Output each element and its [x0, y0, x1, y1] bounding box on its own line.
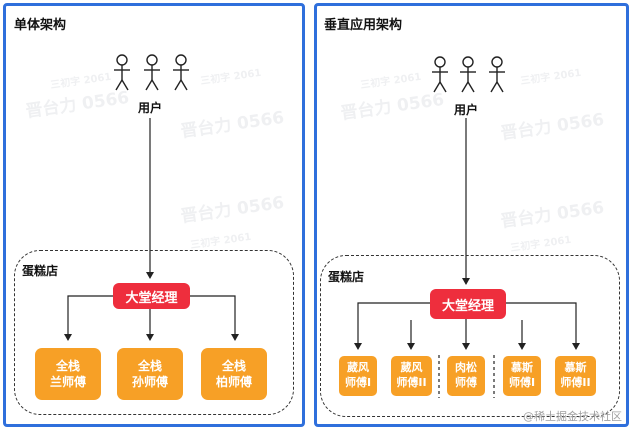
worker-name: 师傅II [396, 376, 427, 389]
user-label: 用户 [138, 101, 163, 115]
worker-role: 葳风 [347, 361, 369, 375]
worker-card: 慕斯 师傅I [503, 356, 541, 396]
worker-name: 师傅I [508, 376, 536, 389]
footer-credit: @稀土掘金技术社区 [523, 410, 622, 423]
worker-name: 师傅I [344, 376, 372, 389]
store-label: 蛋糕店 [22, 264, 59, 278]
worker-card: 慕斯 师傅II [555, 356, 596, 396]
store-label: 蛋糕店 [328, 270, 365, 284]
worker-card: 全栈 孙师傅 [117, 348, 183, 400]
worker-role: 全栈 [137, 358, 162, 373]
worker-card: 肉松 师傅 [447, 356, 485, 396]
worker-role: 慕斯 [511, 361, 533, 375]
worker-name: 柏师傅 [215, 375, 252, 389]
worker-name: 兰师傅 [49, 375, 86, 389]
lobby-manager: 大堂经理 [113, 283, 190, 309]
worker-role: 全栈 [221, 358, 246, 373]
user-label: 用户 [454, 103, 479, 117]
vertical-title: 垂直应用架构 [324, 18, 403, 33]
worker-card: 葳风 师傅I [339, 356, 377, 396]
worker-name: 师傅 [455, 376, 477, 389]
worker-card: 全栈 兰师傅 [35, 348, 101, 400]
worker-role: 肉松 [455, 361, 477, 375]
worker-role: 全栈 [55, 358, 80, 373]
monolithic-title: 单体架构 [14, 18, 67, 33]
worker-name: 孙师傅 [131, 375, 168, 389]
worker-role: 慕斯 [564, 361, 587, 375]
worker-role: 葳风 [400, 361, 423, 375]
cake-store-boundary [320, 255, 620, 417]
lobby-manager: 大堂经理 [430, 289, 506, 319]
worker-card: 全栈 柏师傅 [201, 348, 267, 400]
worker-name: 师傅II [560, 376, 591, 389]
cake-store-boundary [14, 250, 294, 415]
worker-card: 葳风 师傅II [391, 356, 432, 396]
